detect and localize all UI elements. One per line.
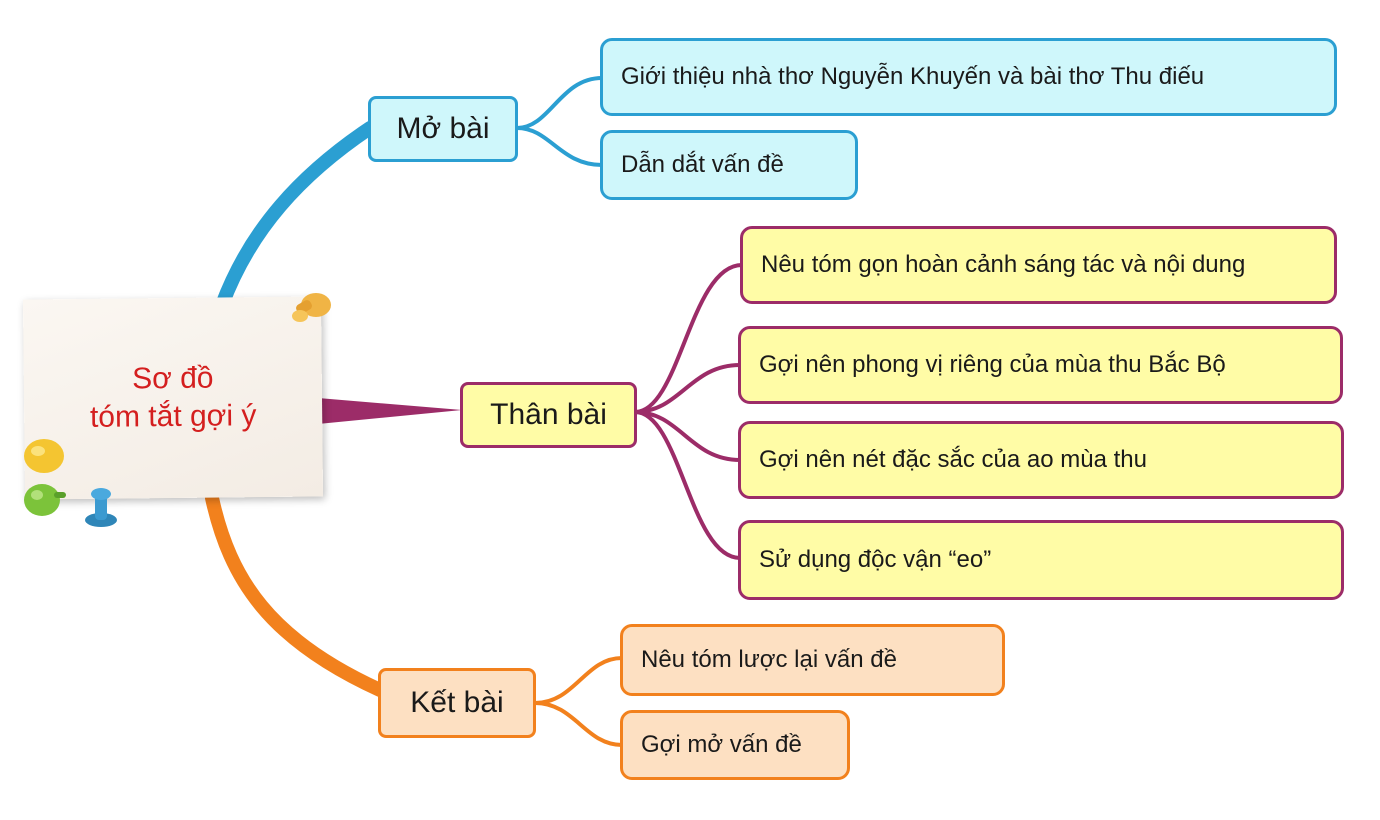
pushpin-icon-blue — [85, 488, 117, 527]
than-bai-item-3-text: Gợi nên nét đặc sắc của ao mùa thu — [759, 446, 1147, 473]
branch-mo-bai: Mở bài — [368, 96, 518, 162]
connector-than-bai-3 — [634, 410, 741, 462]
center-title-line-2: tóm tắt gợi ý — [89, 399, 257, 434]
pushpin-icon-green — [24, 484, 66, 516]
ket-bai-item-1: Nêu tóm lược lại vấn đề — [620, 624, 1005, 696]
than-bai-item-2: Gợi nên phong vị riêng của mùa thu Bắc B… — [738, 326, 1343, 404]
pushpin-icon-orange — [292, 293, 331, 322]
connector-mo-bai-2 — [516, 126, 603, 167]
branch-curve-ket-bai — [205, 491, 387, 697]
branch-than-bai-label: Thân bài — [490, 398, 607, 431]
branch-wedge-than-bai — [318, 398, 462, 424]
mo-bai-item-1: Giới thiệu nhà thơ Nguyễn Khuyến và bài … — [600, 38, 1337, 116]
ket-bai-item-2-text: Gợi mở vấn đề — [641, 731, 802, 758]
pushpin-icon-yellow — [24, 439, 64, 473]
connector-than-bai-4 — [634, 410, 741, 560]
ket-bai-item-1-text: Nêu tóm lược lại vấn đề — [641, 646, 897, 673]
ket-bai-item-2: Gợi mở vấn đề — [620, 710, 850, 780]
than-bai-item-4: Sử dụng độc vận “eo” — [738, 520, 1344, 600]
mo-bai-item-1-text: Giới thiệu nhà thơ Nguyễn Khuyến và bài … — [621, 63, 1205, 90]
connector-mo-bai-1 — [516, 76, 603, 130]
than-bai-item-3: Gợi nên nét đặc sắc của ao mùa thu — [738, 421, 1344, 499]
branch-curve-mo-bai — [215, 121, 377, 312]
mo-bai-item-2-text: Dẫn dắt vấn đề — [621, 151, 784, 178]
connector-than-bai-1 — [634, 263, 743, 414]
than-bai-item-1: Nêu tóm gọn hoàn cảnh sáng tác và nội du… — [740, 226, 1337, 304]
connector-than-bai-2 — [634, 363, 741, 414]
center-title-line-1: Sơ đồ — [131, 361, 214, 396]
branch-ket-bai-label: Kết bài — [410, 686, 504, 719]
connector-ket-bai-2 — [534, 701, 623, 747]
connector-ket-bai-1 — [534, 656, 623, 705]
than-bai-item-4-text: Sử dụng độc vận “eo” — [759, 546, 992, 573]
branch-mo-bai-label: Mở bài — [396, 112, 490, 145]
branch-ket-bai: Kết bài — [378, 668, 536, 738]
than-bai-item-2-text: Gợi nên phong vị riêng của mùa thu Bắc B… — [759, 351, 1226, 378]
branch-than-bai: Thân bài — [460, 382, 637, 448]
than-bai-item-1-text: Nêu tóm gọn hoàn cảnh sáng tác và nội du… — [761, 251, 1246, 278]
mo-bai-item-2: Dẫn dắt vấn đề — [600, 130, 858, 200]
